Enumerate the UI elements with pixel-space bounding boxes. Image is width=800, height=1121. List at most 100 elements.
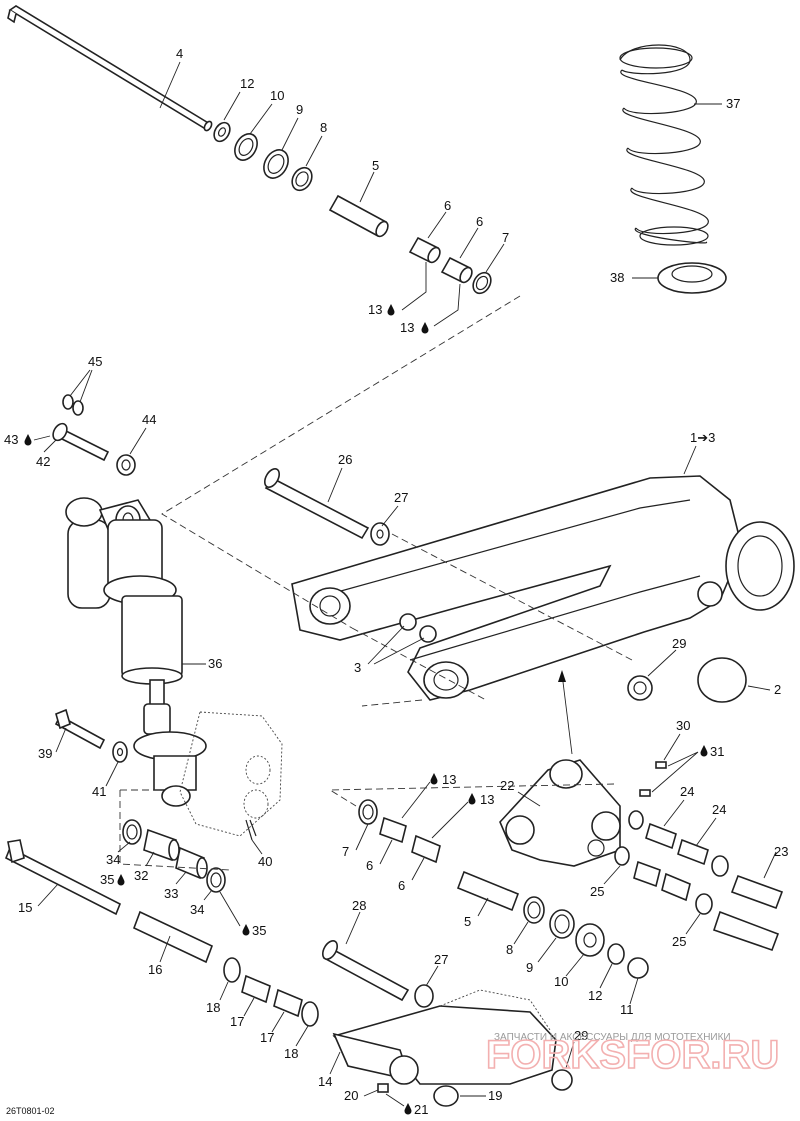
callout-43: 43 <box>4 432 51 447</box>
callout-label: 43 <box>4 432 18 447</box>
callout-label: 25 <box>590 884 604 899</box>
callout-label: 1➔3 <box>690 430 715 445</box>
sleeve-5-part <box>328 194 389 238</box>
rocker-link-part <box>499 759 621 867</box>
callout-35a: 35 <box>100 872 125 887</box>
ring-10b-part <box>575 923 605 957</box>
ring-7a-part <box>472 271 492 295</box>
callout-label: 12 <box>588 988 602 1003</box>
shock-absorber-part <box>65 497 207 807</box>
callout-13a: 13 <box>368 262 427 317</box>
callout-label: 26 <box>338 452 352 467</box>
swing-arm-part <box>291 475 795 701</box>
alignment-lines <box>119 295 633 871</box>
callout-label: 35 <box>100 872 114 887</box>
callout-18a: 18 <box>206 981 229 1015</box>
callout-40: 40 <box>251 839 272 869</box>
callout-19: 19 <box>460 1088 502 1103</box>
coil-spring-part <box>619 44 709 246</box>
sleeve-5b-part <box>456 870 520 912</box>
callout-label: 38 <box>610 270 624 285</box>
callout-label: 18 <box>284 1046 298 1061</box>
callout-label: 40 <box>258 854 272 869</box>
middle-bearings-part <box>358 799 441 864</box>
callout-label: 37 <box>726 96 740 111</box>
washer-41-part <box>112 741 128 763</box>
callout-38: 38 <box>610 270 658 285</box>
callout-9: 9 <box>281 102 303 151</box>
watermark-caption: ЗАПЧАСТИ И АКСЕССУАРЫ ДЛЯ МОТОТЕХНИКИ <box>494 1032 731 1043</box>
bearing-6a-part <box>408 236 441 264</box>
seal-9-part <box>263 149 289 179</box>
watermark: ЗАПЧАСТИ И АКСЕССУАРЫ ДЛЯ МОТОТЕХНИКИ FO… <box>485 1032 780 1078</box>
pin-42-part <box>52 422 110 462</box>
bearing-6b-part <box>440 256 473 284</box>
callout-5: 5 <box>359 158 379 203</box>
callout-21: 21 <box>385 1093 428 1117</box>
callout-label: 11 <box>620 1002 634 1017</box>
callout-label: 29 <box>574 1028 588 1043</box>
bolt-28-part <box>321 940 410 1002</box>
callout-label: 3 <box>354 660 361 675</box>
callout-13b: 13 <box>400 283 461 335</box>
callout-label: 23 <box>774 844 788 859</box>
callout-label: 9 <box>526 960 533 975</box>
callout-label: 13 <box>442 772 456 787</box>
callout-label: 17 <box>230 1014 244 1029</box>
callout-12b: 12 <box>588 963 613 1003</box>
callout-44: 44 <box>129 412 156 455</box>
spring-seat-part <box>657 262 727 294</box>
long-bolt-part <box>7 5 213 132</box>
callout-29a: 29 <box>647 636 686 677</box>
callout-25b: 25 <box>672 913 701 949</box>
callout-label: 34 <box>190 902 204 917</box>
callout-label: 17 <box>260 1030 274 1045</box>
callout-1-3: 1➔3 <box>683 430 715 475</box>
washer-27b-part <box>414 984 434 1008</box>
callout-8: 8 <box>305 120 327 167</box>
oil-drop-icon <box>117 874 125 886</box>
callout-label: 18 <box>206 1000 220 1015</box>
callout-label: 8 <box>506 942 513 957</box>
callout-13d: 13 <box>431 792 494 839</box>
washer-12-part <box>213 121 231 143</box>
washer-12b-part <box>607 943 625 965</box>
callout-4: 4 <box>159 46 183 109</box>
grease-fittings-part <box>639 761 667 797</box>
callout-label: 19 <box>488 1088 502 1103</box>
callout-15: 15 <box>18 883 59 915</box>
callout-5b: 5 <box>464 897 489 929</box>
seals-8-9b-part <box>523 896 575 939</box>
callout-label: 7 <box>342 844 349 859</box>
callout-39: 39 <box>38 727 67 761</box>
callout-label: 14 <box>318 1074 332 1089</box>
callout-label: 27 <box>394 490 408 505</box>
callout-24b: 24 <box>695 802 726 847</box>
callout-label: 6 <box>476 214 483 229</box>
callout-17b: 17 <box>260 1011 285 1045</box>
bolt-15-part <box>4 839 122 916</box>
callout-10: 10 <box>249 88 284 135</box>
callout-label: 15 <box>18 900 32 915</box>
callout-18b: 18 <box>284 1025 309 1061</box>
callout-label: 13 <box>480 792 494 807</box>
seal-10-part <box>234 133 258 161</box>
bottom-bearings-part <box>223 957 319 1027</box>
callouts: 4 12 10 9 8 5 6 6 7 13 13 37 38 45 43 42… <box>4 46 788 1117</box>
callout-3: 3 <box>354 625 425 675</box>
callout-34b: 34 <box>190 889 213 917</box>
oil-drop-icon <box>468 793 476 805</box>
callout-label: 25 <box>672 934 686 949</box>
oil-drop-icon <box>700 745 708 757</box>
callout-label: 6 <box>444 198 451 213</box>
diagram-code: 26T0801-02 <box>6 1106 55 1116</box>
callout-30: 30 <box>663 718 690 761</box>
callout-label: 9 <box>296 102 303 117</box>
callout-7b: 7 <box>342 823 369 859</box>
callout-label: 6 <box>398 878 405 893</box>
callout-label: 32 <box>134 868 148 883</box>
oil-drop-icon <box>404 1103 412 1115</box>
callout-22: 22 <box>500 778 541 807</box>
oil-drop-icon <box>421 322 429 334</box>
nut-44-part <box>116 454 136 476</box>
